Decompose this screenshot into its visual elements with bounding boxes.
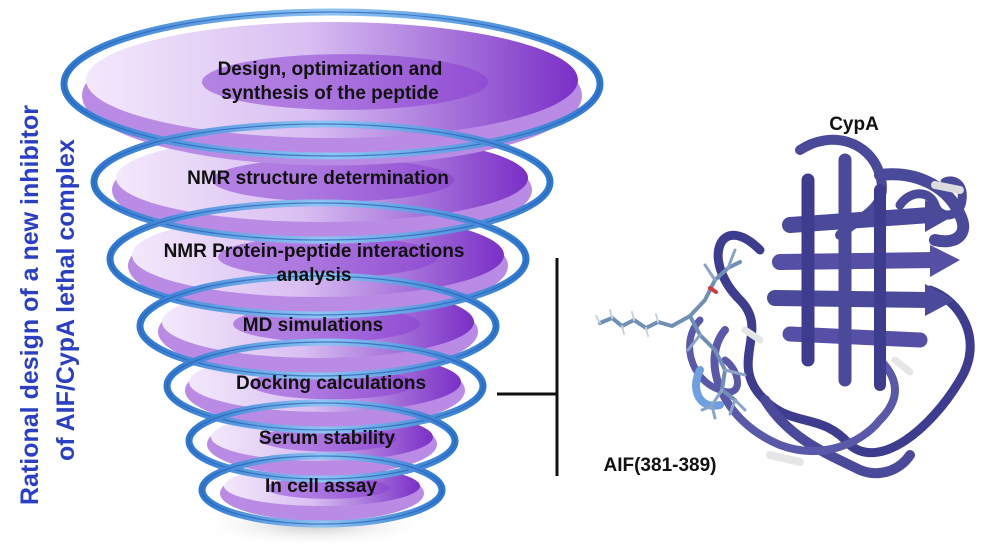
step-label-design: Design, optimization and synthesis of th… — [217, 59, 443, 104]
step-label-docking: Docking calculations — [235, 373, 427, 394]
funnel-disk-swirl — [218, 236, 438, 278]
spiral-ribbon-edge — [166, 341, 484, 431]
spiral-ribbon-edge — [93, 123, 551, 241]
spiral-ribbon-edge — [201, 455, 443, 525]
funnel-disk-swirl — [266, 477, 390, 499]
step-label-nmr-structure: NMR structure determination — [187, 168, 449, 189]
spiral-ribbon-edge — [139, 275, 497, 377]
funnel-disk-swirl — [212, 158, 454, 202]
spiral-ribbon-edge — [188, 402, 456, 480]
step-label-in-cell-assay: In cell assay — [265, 476, 377, 497]
cypa-label: CypA — [829, 114, 879, 135]
spiral-ribbon-edge — [109, 202, 527, 316]
aif-peptide-sticks — [595, 248, 747, 420]
step-label-nmr-interactions: NMR Protein-peptide interactions analysi… — [163, 241, 465, 286]
cypa-ribbon — [686, 134, 975, 479]
aif-peptide-label: AIF(381-389) — [604, 455, 717, 476]
step-label-serum-stability: Serum stability — [258, 428, 396, 449]
step-label-md-simulations: MD simulations — [242, 315, 384, 336]
funnel-disk-swirl — [202, 54, 488, 110]
spiral-ribbon-edge — [63, 11, 601, 157]
